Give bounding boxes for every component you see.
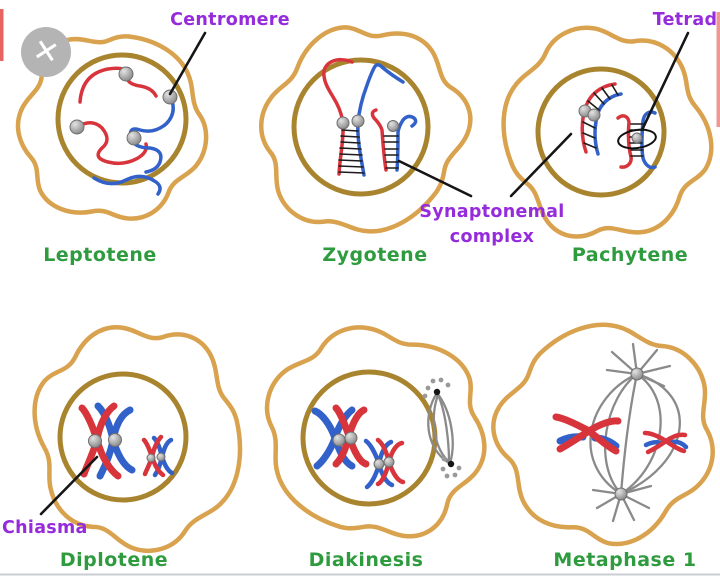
centromere-label: Centromere — [170, 10, 290, 30]
bivalent-small — [141, 434, 175, 478]
chiasma-pointer-line — [39, 455, 99, 516]
close-button[interactable]: ✕ — [21, 27, 71, 77]
cell-metaphase-1 — [456, 282, 720, 579]
right-edge-red-marker — [716, 12, 720, 127]
synaptonemal-pointer-line-pachytene — [509, 132, 573, 198]
bivalent-large — [78, 402, 136, 480]
stage-label-leptotene: Leptotene — [43, 244, 157, 266]
synaptonemal-ladder-left — [338, 129, 365, 174]
tetrad-label: Tetrad — [653, 10, 718, 30]
tetrad-circle-annotation — [617, 128, 657, 150]
tetrad-pointer-line — [640, 31, 690, 132]
synaptonemal-complex-label-line1: Synaptonemal — [419, 202, 564, 222]
synaptonemal-complex-label-line2: complex — [450, 227, 535, 247]
stage-label-metaphase-1: Metaphase 1 — [553, 549, 696, 571]
stage-label-pachytene: Pachytene — [572, 244, 688, 266]
synaptonemal-ladder-right — [383, 135, 399, 169]
bivalent-at-plate-large — [552, 413, 622, 455]
bivalent-2 — [363, 437, 406, 490]
bivalent-1 — [311, 404, 370, 470]
stage-label-zygotene: Zygotene — [322, 244, 427, 266]
stage-label-diplotene: Diplotene — [60, 549, 168, 571]
tetrad-large — [578, 82, 623, 156]
tetrad-small — [616, 110, 657, 170]
cell-leptotene — [4, 20, 221, 233]
forming-spindle — [422, 377, 462, 479]
left-edge-red-marker — [0, 9, 4, 61]
cell-diplotene — [22, 309, 257, 567]
cell-diakinesis — [235, 300, 513, 565]
cell-zygotene — [221, 0, 505, 275]
chiasma-label: Chiasma — [2, 518, 88, 538]
close-icon: ✕ — [29, 31, 63, 72]
centromere-pointer-line — [168, 31, 207, 96]
stage-label-diakinesis: Diakinesis — [309, 549, 424, 571]
cell-pachytene — [476, 0, 720, 267]
bivalent-at-plate-small — [642, 430, 689, 455]
synaptonemal-pointer-line-zygotene — [397, 159, 473, 198]
